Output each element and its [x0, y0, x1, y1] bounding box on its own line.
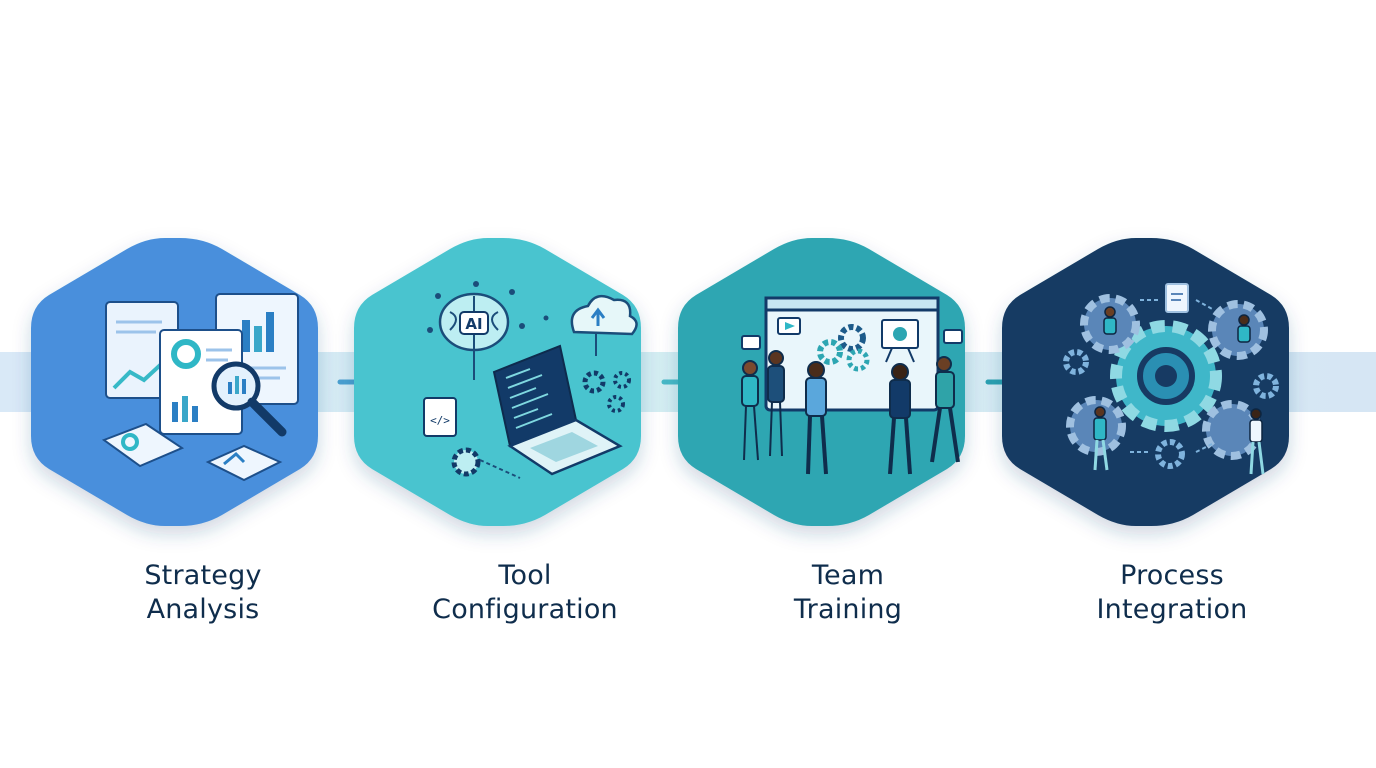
step-3-label-line1: Team	[811, 560, 885, 591]
document-analysis-icon	[101, 293, 299, 482]
step-1-label: Strategy Analysis	[53, 559, 353, 627]
step-2-label: Tool Configuration	[375, 559, 675, 627]
gears-integration-icon	[1063, 283, 1279, 475]
step-1-label-line2: Analysis	[146, 594, 260, 625]
step-4-label-line1: Process	[1120, 560, 1224, 591]
step-3-label: Team Training	[698, 559, 998, 627]
ai-chip-label: AI	[465, 315, 482, 333]
step-3-label-line2: Training	[793, 594, 903, 625]
team-presentation-icon	[741, 296, 963, 475]
ai-laptop-config-icon: AI </>	[423, 281, 638, 479]
step-2-label-line2: Configuration	[432, 594, 618, 625]
step-1-label-line1: Strategy	[144, 560, 262, 591]
step-4-label: Process Integration	[1022, 559, 1322, 627]
step-2-label-line1: Tool	[498, 560, 552, 591]
svg-text:</>: </>	[430, 414, 450, 427]
step-4-label-line2: Integration	[1096, 594, 1248, 625]
